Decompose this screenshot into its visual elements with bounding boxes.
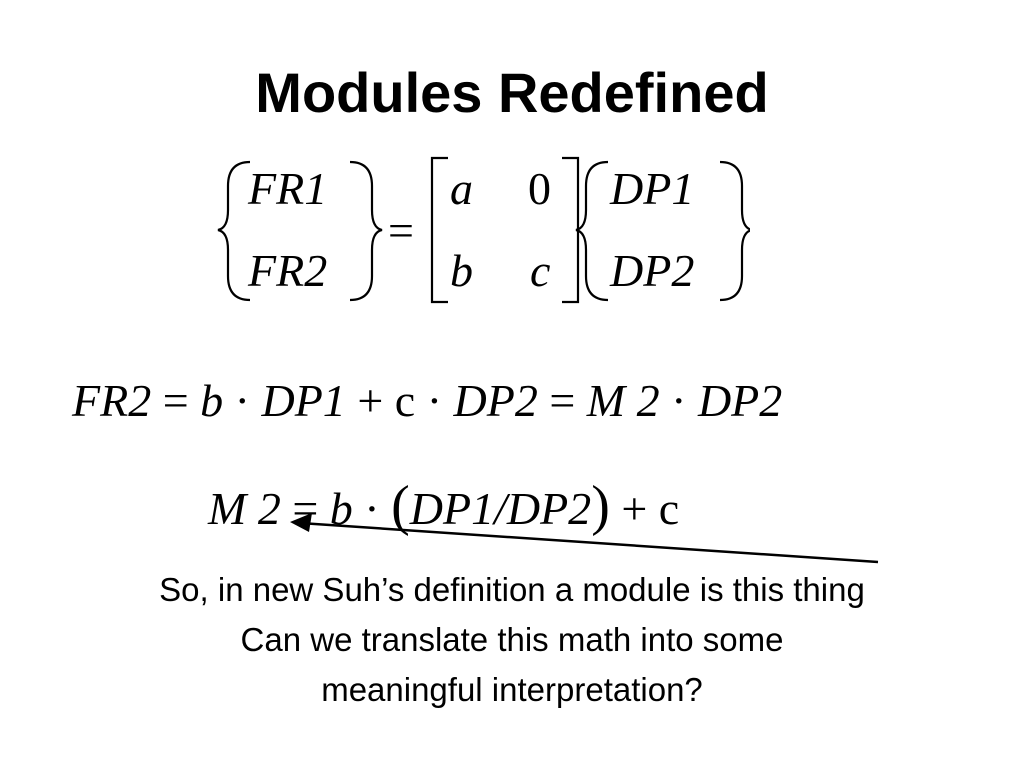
slide-title: Modules Redefined	[255, 61, 769, 124]
right-brace-close	[719, 160, 750, 302]
eq2-dot-3: ·	[671, 375, 687, 426]
eq2-dp1: DP1	[261, 375, 346, 426]
text-line-1: So, in new Suh’s definition a module is …	[159, 571, 865, 608]
matrix-zero: 0	[528, 163, 551, 214]
eq2-dp2-b: DP2	[697, 375, 783, 426]
matrix-brackets	[217, 156, 750, 304]
eq3-plus: +	[621, 483, 648, 534]
square-bracket-close	[562, 156, 580, 304]
eq3-m2: M 2	[208, 483, 281, 534]
eq3-paren-close: )	[591, 475, 610, 537]
matrix-equation: FR1 FR2 = a 0 b c DP1 DP2	[210, 150, 750, 310]
left-brace-open	[217, 160, 251, 302]
lhs-fr2: FR2	[248, 245, 328, 296]
square-bracket-open	[430, 156, 448, 304]
text-line-2: Can we translate this math into some	[240, 621, 784, 658]
eq3-b: b	[329, 483, 353, 534]
eq3-dot: ·	[364, 483, 380, 534]
eq2-m2: M 2	[586, 375, 660, 426]
right-brace-open	[575, 160, 609, 302]
eq3-ratio: DP1/DP2	[409, 483, 592, 534]
matrix-b: b	[450, 245, 473, 296]
eq2-equals-1: =	[162, 375, 189, 426]
equation-m2: M 2 = b · (DP1/DP2) + c	[208, 478, 679, 534]
text-line-3: meaningful interpretation?	[321, 671, 703, 708]
matrix-a: a	[450, 163, 473, 214]
eq2-fr2: FR2	[72, 375, 152, 426]
equals-sign: =	[388, 205, 414, 256]
eq2-b: b	[200, 375, 224, 426]
equation-fr2: FR2 = b · DP1 + c · DP2 = M 2 · DP2	[72, 378, 782, 424]
eq3-paren-open: (	[391, 475, 410, 537]
eq3-equals: =	[292, 483, 319, 534]
left-brace-close	[349, 160, 383, 302]
eq2-dp2: DP2	[453, 375, 538, 426]
eq2-c: c	[394, 375, 416, 426]
body-text: So, in new Suh’s definition a module is …	[0, 565, 1024, 715]
eq3-c: c	[658, 483, 680, 534]
lhs-fr1: FR1	[248, 163, 328, 214]
eq2-plus: +	[357, 375, 384, 426]
eq2-equals-2: =	[549, 375, 576, 426]
eq2-dot-2: ·	[426, 375, 443, 426]
rhs-dp1: DP1	[610, 163, 695, 214]
eq2-dot-1: ·	[234, 375, 250, 426]
rhs-dp2: DP2	[610, 245, 695, 296]
matrix-c: c	[530, 245, 551, 296]
